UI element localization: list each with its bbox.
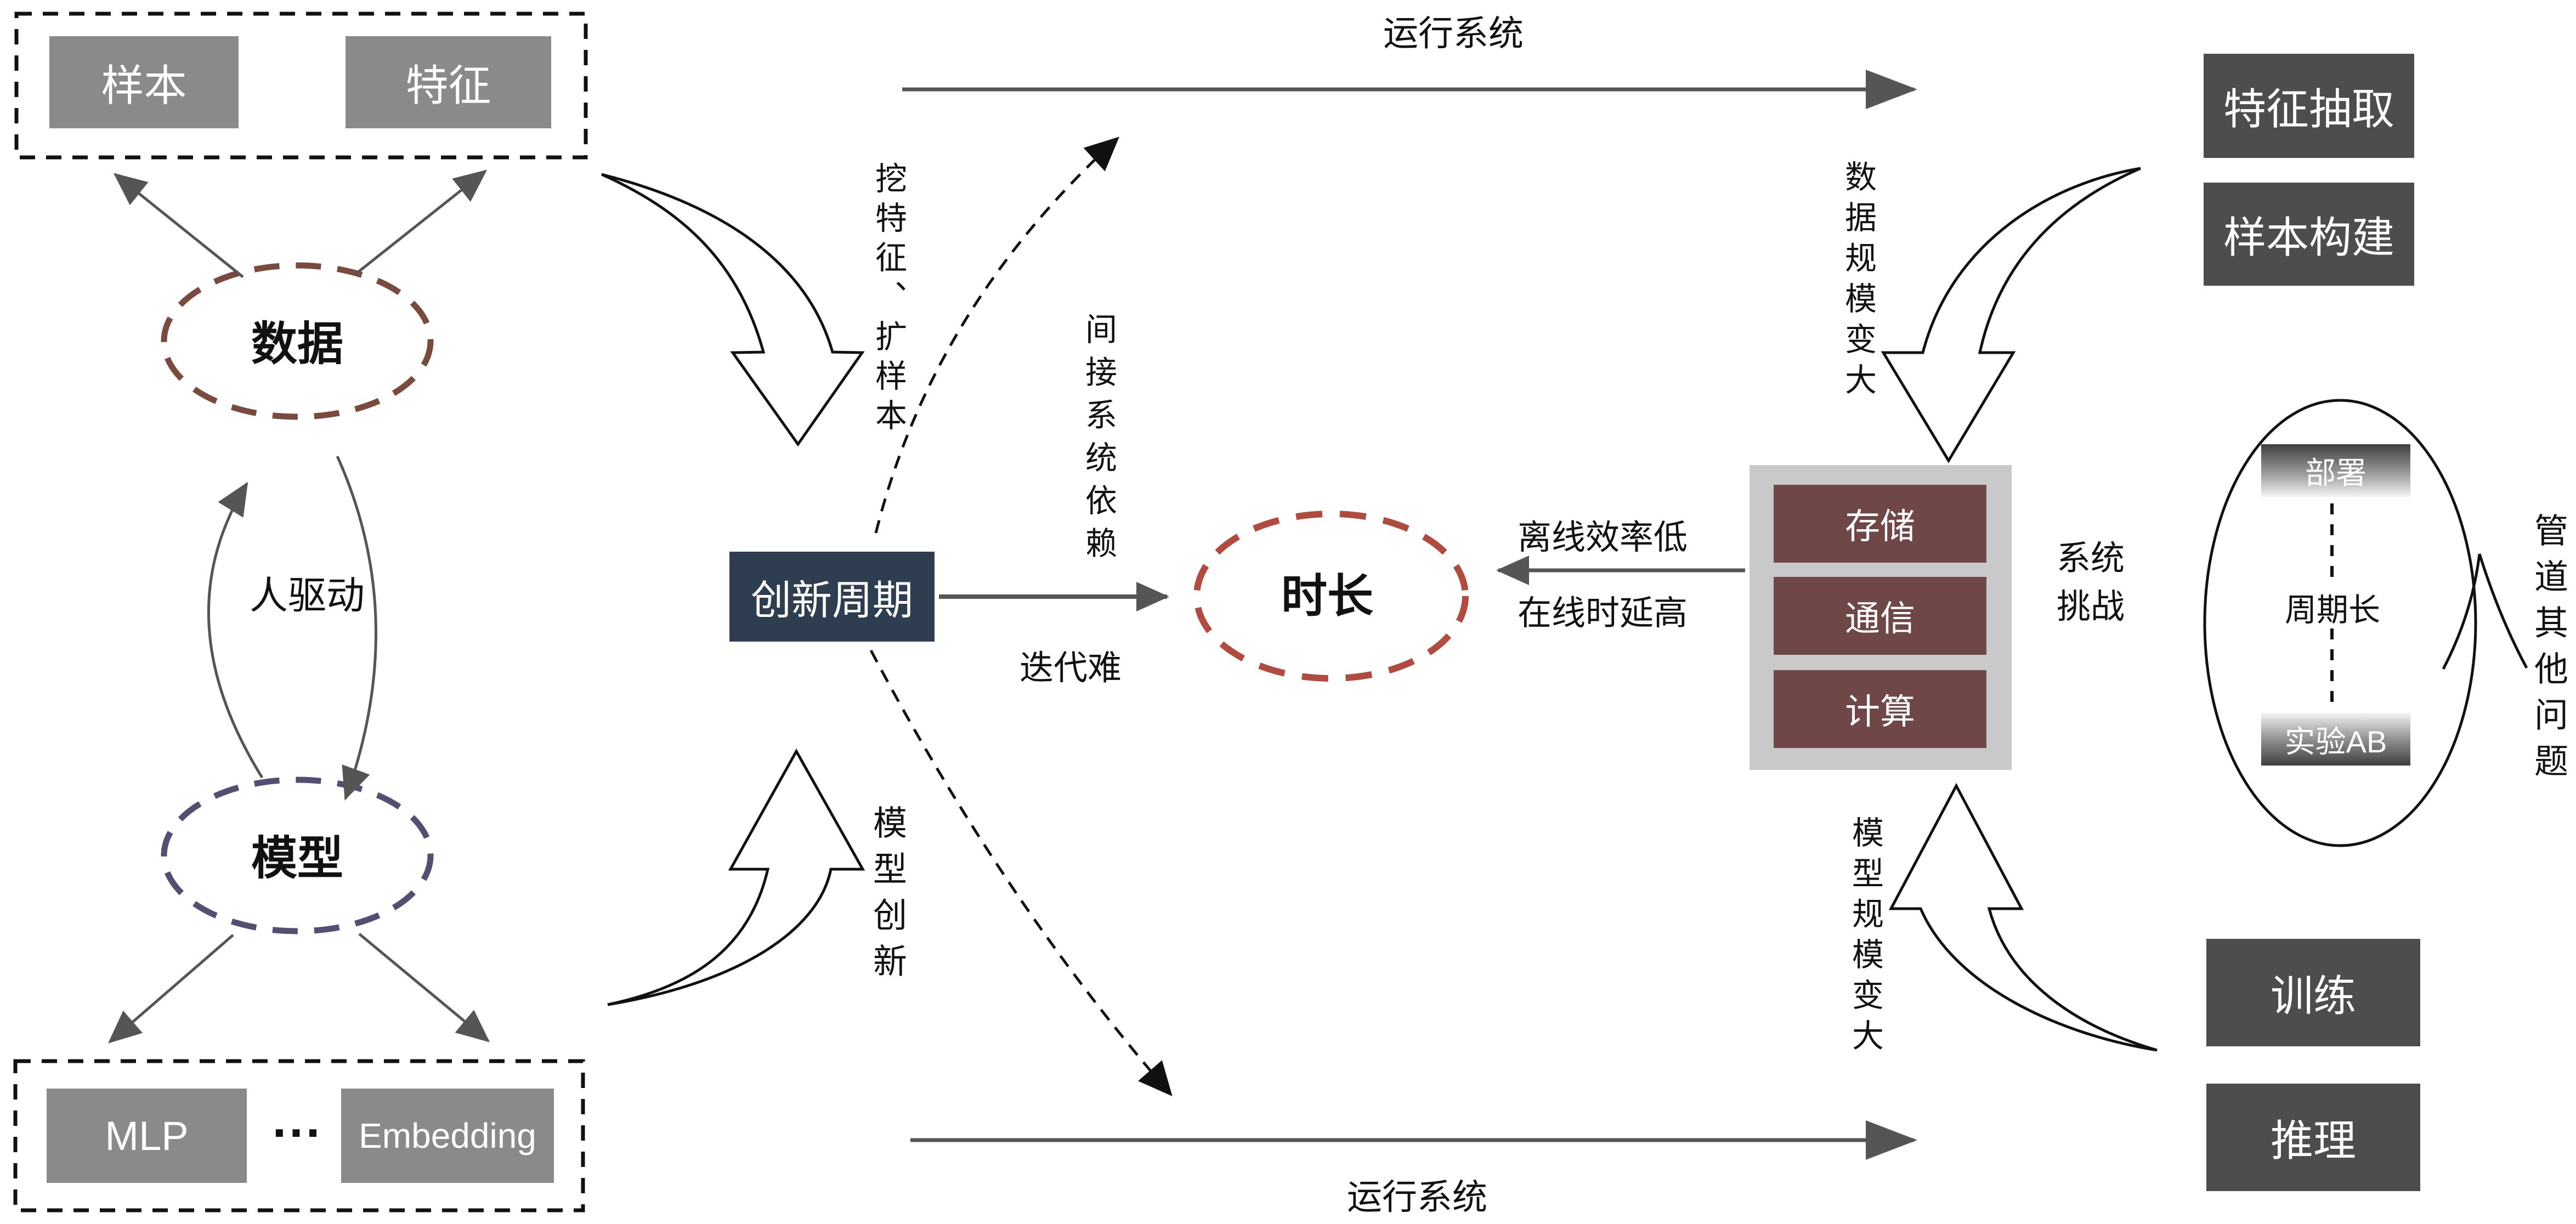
feature-extraction-box: 特征抽取 — [2204, 54, 2414, 158]
system-challenge-label-line2: 挑战 — [2056, 588, 2125, 626]
model-scale-block-arrow — [1888, 783, 2158, 1052]
mlp-box: MLP — [47, 1089, 247, 1183]
run-system-bottom-label: 运行系统 — [1347, 1177, 1487, 1217]
training-box: 训练 — [2206, 939, 2420, 1046]
computation-box: 计算 — [1774, 670, 1986, 748]
system-challenge-label-line1: 系统 — [2056, 540, 2125, 577]
human-driven-label: 人驱动 — [250, 574, 365, 617]
indirect-dependency-up-dashed-arrow — [874, 137, 1119, 534]
model-to-mlp-arrow — [107, 934, 234, 1044]
pipeline-other-label: 管道其他问题 — [2529, 513, 2567, 789]
data-scale-block-arrow — [1881, 167, 2141, 463]
human-driven-down-arc — [336, 455, 377, 801]
cycle-long-label: 周期长 — [2267, 587, 2398, 628]
iteration-hard-label: 迭代难 — [1019, 649, 1122, 687]
indirect-dependency-down-dashed-arrow — [869, 649, 1173, 1097]
data-to-sample-arrow — [113, 173, 244, 278]
human-driven-up-arc — [207, 481, 264, 779]
sample-box: 样本 — [49, 36, 239, 128]
pipeline-other-pointer-right — [2478, 553, 2528, 669]
innovation-cycle-box: 创新周期 — [729, 552, 935, 642]
model-innovation-label: 模型创新 — [868, 805, 905, 989]
data-ellipse — [161, 262, 434, 420]
dig-feature-label: 挖特征、扩样本 — [870, 162, 906, 438]
storage-box: 存储 — [1774, 485, 1986, 563]
model-innovation-block-arrow — [607, 748, 865, 1006]
embedding-box: Embedding — [341, 1089, 554, 1183]
model-ellipse — [161, 777, 434, 934]
online-latency-label: 在线时延高 — [1517, 594, 1688, 632]
ellipsis-dots: ··· — [272, 1104, 323, 1161]
model-ellipse-label: 模型 — [251, 832, 343, 884]
offline-inefficiency-label: 离线效率低 — [1517, 519, 1688, 557]
inference-box: 推理 — [2206, 1084, 2420, 1191]
data-scale-label: 数据规模变大 — [1840, 160, 1876, 404]
duration-ellipse — [1193, 511, 1469, 682]
model-to-embedding-arrow — [358, 933, 490, 1042]
deploy-box: 部署 — [2261, 444, 2410, 497]
ab-test-box: 实验AB — [2261, 713, 2410, 766]
sample-construction-box: 样本构建 — [2204, 183, 2414, 286]
feature-box: 特征 — [346, 36, 551, 128]
model-components-dashed-box — [13, 1059, 585, 1212]
pipeline-cycle-ellipse — [2203, 399, 2477, 847]
run-system-top-label: 运行系统 — [1383, 14, 1524, 53]
data-to-feature-arrow — [354, 169, 488, 275]
model-scale-label: 模型规模变大 — [1847, 816, 1883, 1059]
indirect-dependency-label: 间接系统依赖 — [1080, 313, 1116, 569]
pipeline-other-pointer-left — [2442, 553, 2481, 670]
duration-ellipse-label: 时长 — [1281, 570, 1373, 622]
communication-box: 通信 — [1774, 577, 1986, 655]
data-ellipse-label: 数据 — [251, 318, 343, 370]
dig-feature-block-arrow — [601, 173, 865, 447]
data-components-dashed-box — [14, 12, 588, 160]
